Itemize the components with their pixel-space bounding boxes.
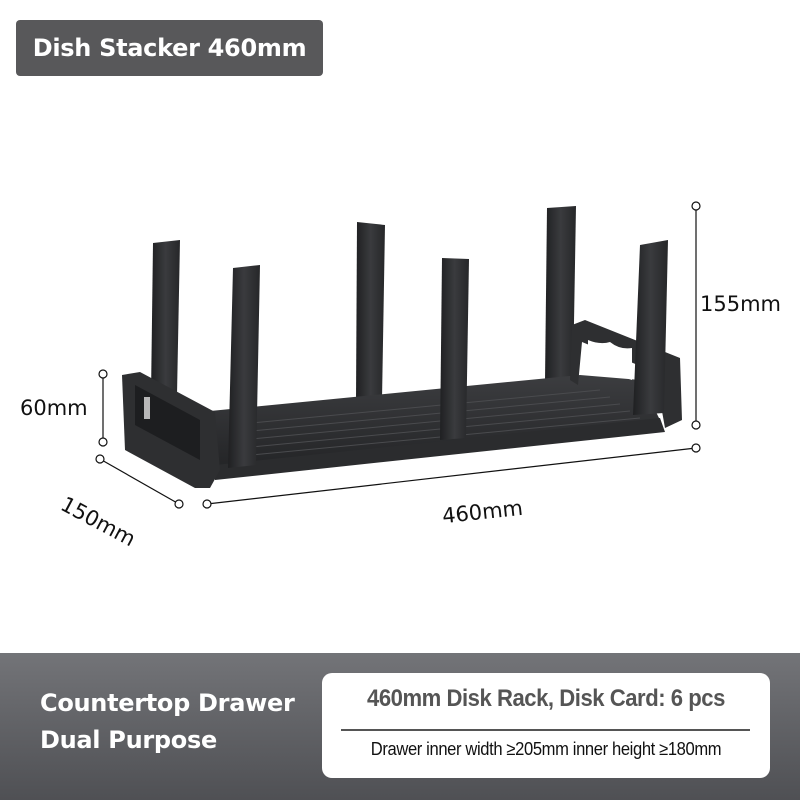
left-end-handle — [122, 372, 220, 488]
feature-line-1: Countertop Drawer — [40, 689, 295, 717]
spec-title: 460mm Disk Rack, Disk Card: 6 pcs — [367, 685, 725, 712]
page-title: Dish Stacker 460mm — [32, 34, 307, 62]
spec-divider — [341, 729, 750, 731]
back-posts — [151, 206, 576, 402]
front-posts — [228, 240, 668, 468]
spec-detail: Drawer inner width ≥205mm inner height ≥… — [370, 739, 722, 759]
right-end-handle — [570, 320, 682, 428]
feature-text: Countertop Drawer Dual Purpose — [40, 685, 295, 759]
dimension-lines — [95, 201, 701, 509]
feature-banner: Countertop Drawer Dual Purpose 460mm Dis… — [0, 653, 800, 800]
title-badge: Dish Stacker 460mm — [16, 20, 323, 76]
tray — [200, 375, 665, 480]
feature-line-2: Dual Purpose — [40, 726, 217, 754]
dimension-height-total: 155mm — [700, 292, 781, 316]
dish-rack-product-image — [95, 201, 701, 509]
dimension-height-end: 60mm — [20, 396, 88, 420]
spec-card: 460mm Disk Rack, Disk Card: 6 pcs Drawer… — [322, 673, 770, 778]
